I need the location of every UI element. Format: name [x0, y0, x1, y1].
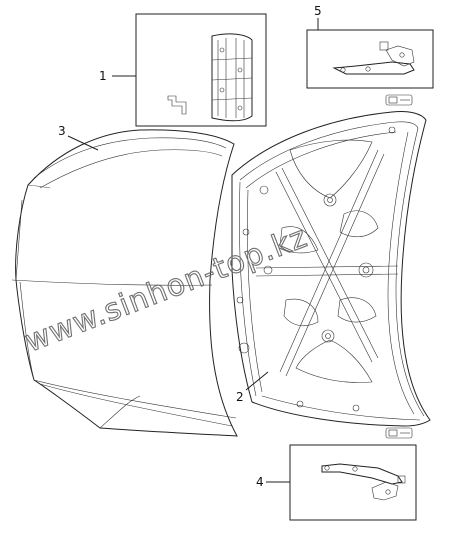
part-4-detail-box — [289, 444, 417, 521]
hinge-bolt-lower — [385, 427, 413, 439]
part-1-detail-box — [135, 13, 267, 127]
watermark-text: www.sinhon-top.kz — [20, 219, 312, 359]
callout-3: 3 — [58, 124, 66, 138]
part-5-detail-box — [306, 29, 434, 89]
callout-2: 2 — [236, 390, 244, 404]
hood-inner-frame — [231, 111, 431, 427]
callout-1: 1 — [99, 69, 107, 83]
hood-outer-panel — [11, 129, 238, 437]
leader-lines — [67, 18, 319, 483]
hinge-bolt-upper — [385, 94, 413, 106]
callout-5: 5 — [314, 4, 322, 18]
callout-4: 4 — [256, 475, 264, 489]
